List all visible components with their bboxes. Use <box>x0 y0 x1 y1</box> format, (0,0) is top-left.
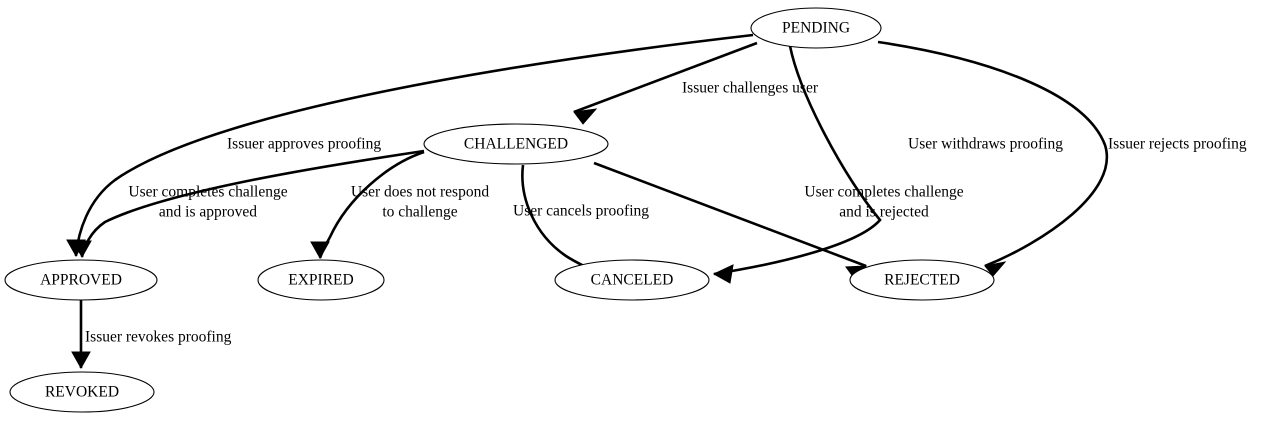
nodes-layer: PENDING CHALLENGED APPROVED EXPIRED CANCELED… <box>4 7 995 413</box>
arrowhead-icon-approved-revoked <box>71 351 91 370</box>
edge-pending-canceled <box>712 45 882 284</box>
edge-line-pending-rejected <box>877 40 1109 268</box>
node-label-canceled: CANCELED <box>591 272 674 289</box>
node-ellipse-revoked[interactable] <box>9 371 155 413</box>
edge-line-pending-canceled <box>713 45 882 276</box>
node-label-challenged: CHALLENGED <box>464 136 568 153</box>
state-node-canceled[interactable]: CANCELED <box>554 259 710 301</box>
arrowhead-icon-pending-challenged <box>573 108 598 125</box>
state-node-pending[interactable]: PENDING <box>750 7 882 49</box>
node-label-rejected: REJECTED <box>884 272 960 289</box>
node-ellipse-challenged[interactable] <box>423 123 609 165</box>
arrowhead-icon-challenged-approved <box>72 240 92 259</box>
edge-line-challenged-rejected <box>593 161 867 268</box>
edge-pending-challenged <box>573 41 758 125</box>
edge-line-pending-challenged <box>573 41 758 114</box>
state-node-approved[interactable]: APPROVED <box>4 259 158 301</box>
state-node-revoked[interactable]: REVOKED <box>9 371 155 413</box>
state-node-expired[interactable]: EXPIRED <box>257 259 385 301</box>
edge-challenged-approved <box>72 149 425 259</box>
edge-label-challenged-approved: User completes challenge <box>128 184 287 201</box>
edge-line-challenged-approved <box>80 149 425 258</box>
edge-challenged-expired <box>310 150 425 260</box>
edge-approved-revoked <box>71 300 91 370</box>
node-label-expired: EXPIRED <box>288 272 353 289</box>
edge-label-challenged-rejected: and is rejected <box>839 204 929 221</box>
edge-label-approved-revoked: Issuer revokes proofing <box>85 329 232 346</box>
edge-pending-approved <box>66 33 754 258</box>
arrowhead-icon-pending-rejected <box>984 261 1007 277</box>
edge-label-pending-challenged: Issuer challenges user <box>682 80 819 97</box>
arrowhead-icon-pending-canceled <box>712 264 734 284</box>
edge-line-challenged-canceled <box>521 164 585 268</box>
edge-label-challenged-approved: and is approved <box>159 204 257 221</box>
edge-label-pending-canceled: User withdraws proofing <box>908 136 1063 153</box>
edge-label-challenged-canceled: User cancels proofing <box>513 203 649 220</box>
state-node-rejected[interactable]: REJECTED <box>849 259 995 301</box>
edge-label-challenged-expired: to challenge <box>382 204 457 221</box>
node-label-approved: APPROVED <box>40 272 122 289</box>
edge-label-challenged-expired: User does not respond <box>351 184 489 201</box>
edge-line-pending-approved <box>74 33 754 257</box>
node-label-pending: PENDING <box>782 20 850 37</box>
arrowhead-icon-challenged-expired <box>310 241 330 260</box>
node-ellipse-approved[interactable] <box>4 259 158 301</box>
edge-label-pending-approved: Issuer approves proofing <box>227 136 381 153</box>
node-ellipse-canceled[interactable] <box>554 259 710 301</box>
node-ellipse-expired[interactable] <box>257 259 385 301</box>
state-node-challenged[interactable]: CHALLENGED <box>423 123 609 165</box>
edge-pending-rejected <box>877 40 1109 277</box>
edge-label-pending-rejected: Issuer rejects proofing <box>1108 136 1247 153</box>
node-label-revoked: REVOKED <box>45 384 119 401</box>
edge-label-challenged-rejected: User completes challenge <box>804 184 963 201</box>
node-ellipse-pending[interactable] <box>750 7 882 49</box>
edges-layer <box>66 33 1109 370</box>
node-ellipse-rejected[interactable] <box>849 259 995 301</box>
